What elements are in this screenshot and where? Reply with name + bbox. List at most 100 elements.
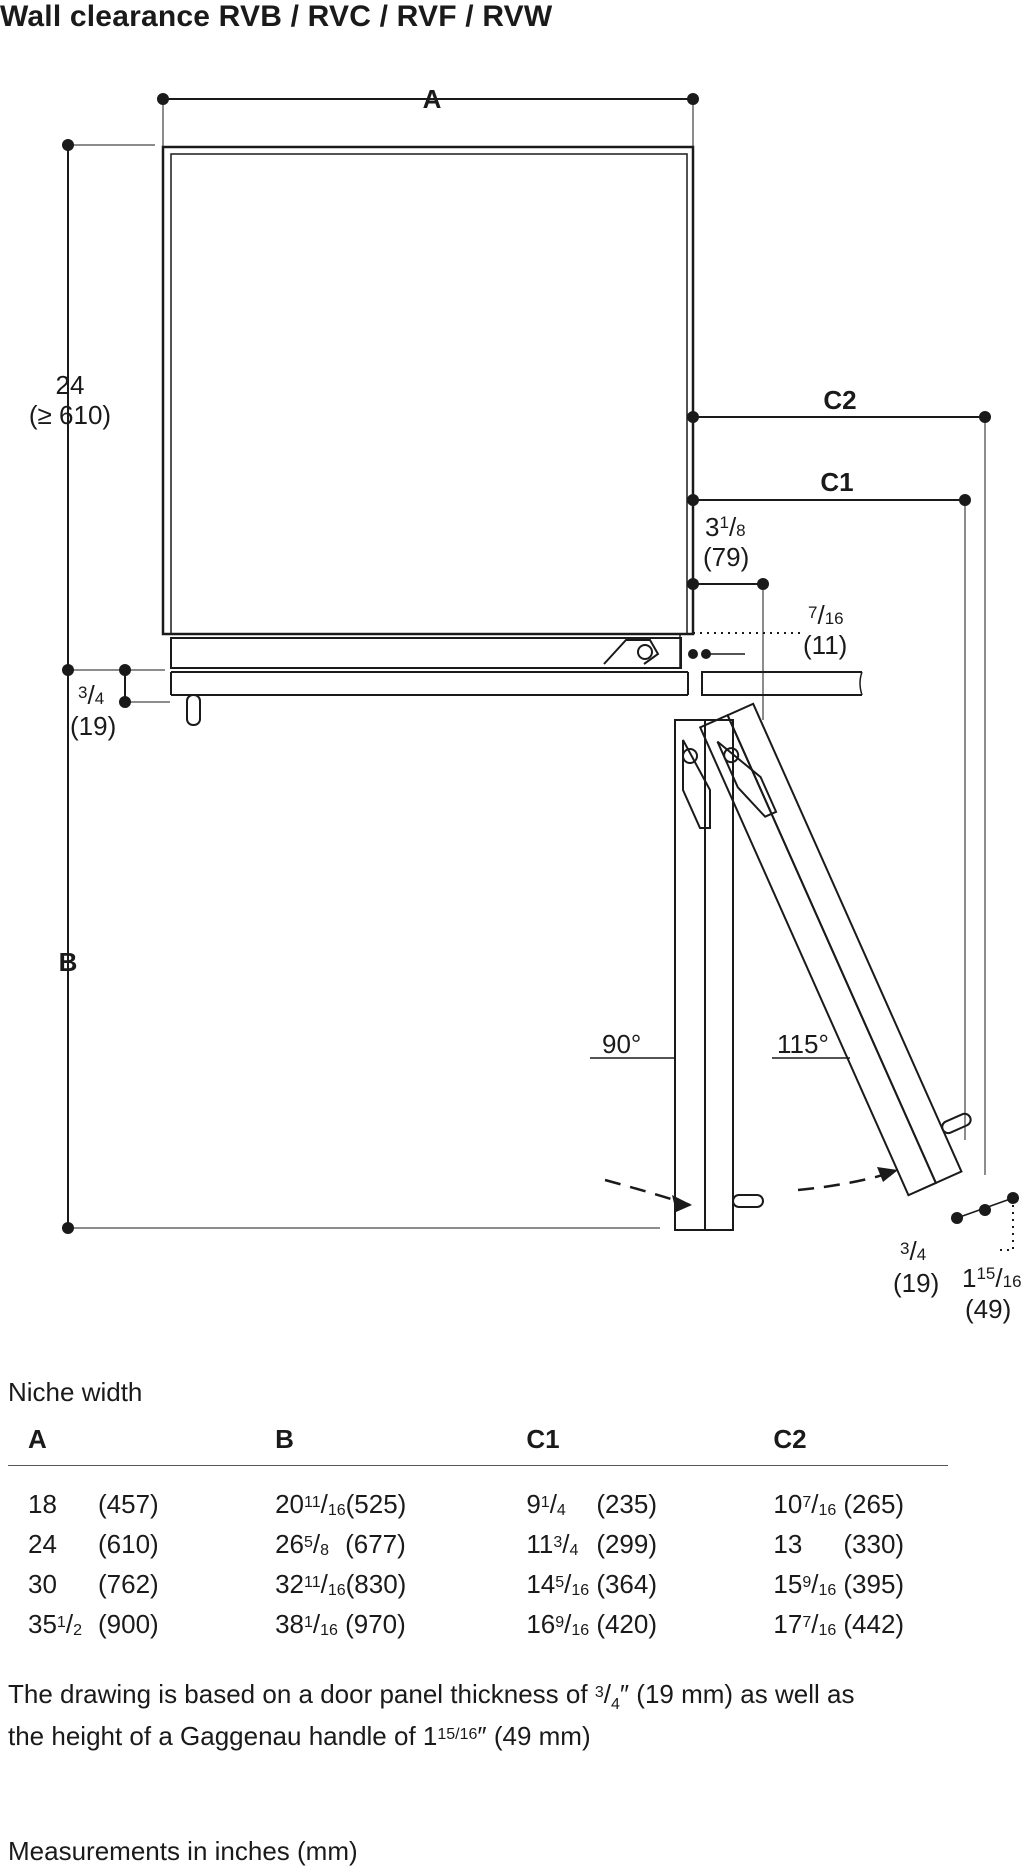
table-cell: 381/16(970) <box>255 1604 506 1644</box>
mm-value: (420) <box>596 1608 658 1639</box>
inch-value: 18 <box>28 1488 57 1519</box>
door-90-hinge-pin <box>682 748 698 764</box>
note-line2-text-end: ″ (49 mm) <box>477 1721 591 1752</box>
mm-value: (299) <box>596 1528 658 1559</box>
door-115 <box>698 702 972 1197</box>
door-90-handle <box>732 1194 764 1208</box>
inch-value: 351/2 <box>28 1608 82 1639</box>
mm-value: (830) <box>345 1568 407 1599</box>
mm-value: (610) <box>98 1528 159 1559</box>
inch-value: 381/16 <box>275 1608 338 1639</box>
swing-arrowhead-left <box>672 1195 692 1212</box>
table-cell: 159/16(395) <box>753 1564 948 1604</box>
label-3-1-8-mm: (79) <box>703 542 749 572</box>
inch-value: 265/8 <box>275 1528 330 1559</box>
dot-7-16-right <box>701 649 711 659</box>
label-depth-mm: (≥ 610) <box>29 400 111 430</box>
note-line1-text-end: ″ (19 mm) as well as <box>619 1679 855 1709</box>
label-c1: C1 <box>820 467 853 497</box>
mm-value: (970) <box>345 1608 406 1639</box>
label-panel-34-in: 3/4 <box>900 1236 926 1266</box>
table-cell: 113/4(299) <box>506 1524 753 1564</box>
column-header-c2: C2 <box>753 1418 948 1466</box>
cabinet-base <box>170 637 682 669</box>
column-header-b: B <box>255 1418 507 1466</box>
mm-value: (265) <box>843 1488 905 1519</box>
table-cell: 265/8(677) <box>255 1524 506 1564</box>
door-115-handle <box>941 1112 972 1135</box>
dot-panel-left <box>951 1212 963 1224</box>
mm-value: (330) <box>843 1528 905 1559</box>
page-title: Wall clearance RVB / RVC / RVF / RVW <box>0 0 553 33</box>
base-hinge-pin <box>637 644 653 660</box>
inch-value: 159/16 <box>773 1568 837 1599</box>
dot-c2-left <box>687 411 699 423</box>
table-row: 24 (610) 265/8(677)113/4(299)13(330) <box>8 1524 948 1564</box>
mm-value: (900) <box>98 1608 159 1639</box>
inch-value: 3211/16 <box>275 1568 346 1599</box>
inch-value: 107/16 <box>773 1488 837 1519</box>
label-b: B <box>59 947 78 977</box>
dot-a-left <box>157 93 169 105</box>
drawing-note: The drawing is based on a door panel thi… <box>8 1679 855 1752</box>
column-header-c1: C1 <box>506 1418 754 1466</box>
table-cell: 351/2 (900) <box>8 1604 255 1644</box>
inch-value: 30 <box>28 1568 57 1599</box>
inch-value: 145/16 <box>526 1568 590 1599</box>
table-cell: 169/16(420) <box>506 1604 753 1644</box>
table-cell: 30 (762) <box>8 1564 255 1604</box>
leader-handle <box>1000 1198 1014 1251</box>
measurement-units-note: Measurements in inches (mm) <box>8 1836 358 1866</box>
dot-left-34-top <box>119 664 131 676</box>
note-line2-text: the height of a Gaggenau handle of 1 <box>8 1721 438 1752</box>
inch-value: 169/16 <box>526 1608 590 1639</box>
table-cell: 18(457) <box>8 1466 255 1525</box>
dot-depth-bottom <box>62 664 74 676</box>
table-row: 18(457)2011/16(525) 91/4 (235) 107/16(265) <box>8 1466 948 1525</box>
base-hinge <box>603 639 660 665</box>
note-line1-frac-num: 3 <box>594 1684 604 1701</box>
door-90-hinge <box>682 739 711 829</box>
table-cell: 3211/16(830) <box>255 1564 506 1604</box>
swing-arrowhead-right <box>877 1167 898 1182</box>
adjacent-cabinet <box>701 671 862 696</box>
inch-value: 2011/16 <box>275 1488 346 1519</box>
left-handle <box>186 694 201 726</box>
mm-value: (762) <box>98 1568 159 1599</box>
swing-arc-right <box>797 1171 891 1192</box>
mm-value: (395) <box>843 1568 905 1599</box>
mm-value: (235) <box>596 1488 658 1519</box>
niche-width-table: A B C1 C2 18(457)2011/16(525) 91/4 (235) 10… <box>8 1418 948 1644</box>
note-line1-text: The drawing is based on a door panel thi… <box>8 1679 595 1709</box>
table-cell: 2011/16(525) <box>255 1466 506 1525</box>
label-panel-34-mm: (19) <box>893 1268 939 1298</box>
dot-3-1-8-left <box>687 578 699 590</box>
label-3-1-8-in: 31/8 <box>705 512 746 542</box>
label-depth-in: 24 <box>56 370 85 400</box>
label-angle-90: 90° <box>602 1029 641 1059</box>
note-line2-frac: 15/16 <box>437 1726 478 1744</box>
table-header-row: A B C1 C2 <box>8 1418 948 1466</box>
inch-value: 24 <box>28 1528 57 1559</box>
door-115-hinge <box>716 740 778 818</box>
door-115-hinge-pin <box>723 747 740 764</box>
table-cell: 13(330) <box>753 1524 948 1564</box>
mm-value: (442) <box>843 1608 905 1639</box>
adjacent-cabinet-break <box>859 671 863 696</box>
label-left-34-in: 3/4 <box>78 680 104 710</box>
table-row: 30(762)3211/16(830)145/16(364)159/16(395… <box>8 1564 948 1604</box>
door-115-panel <box>726 702 963 1185</box>
mm-value: (364) <box>596 1568 658 1599</box>
inch-value: 91/4 <box>526 1488 566 1519</box>
dot-depth-top <box>62 139 74 151</box>
label-angle-115: 115° <box>777 1029 829 1059</box>
door-90-outer <box>674 719 706 1231</box>
label-a: A <box>423 84 442 114</box>
cabinet-inner <box>170 153 688 635</box>
table-cell: 145/16(364) <box>506 1564 753 1604</box>
cabinet-outer <box>161 145 695 636</box>
dot-b-bottom <box>62 1222 74 1234</box>
table-cell: 177/16(442) <box>753 1604 948 1644</box>
niche-width-label: Niche width <box>8 1377 143 1407</box>
label-handle-in: 115/16 <box>962 1263 1022 1293</box>
